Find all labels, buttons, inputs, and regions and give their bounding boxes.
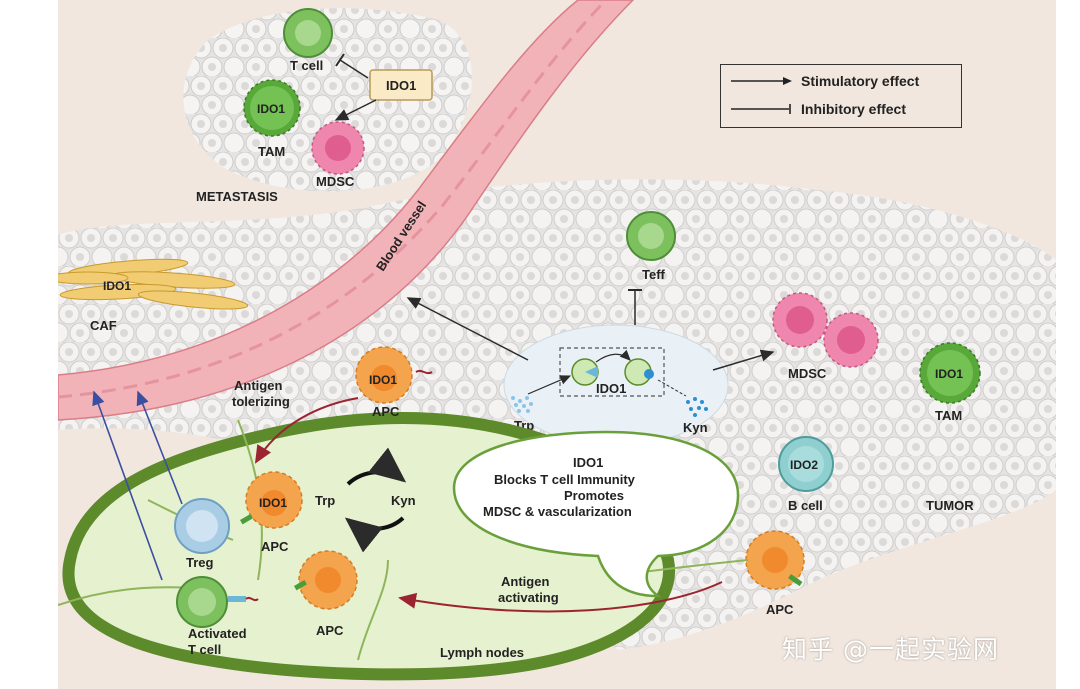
ido1-dashed-box [559, 347, 665, 397]
watermark: 知乎 @一起实验网 [782, 635, 999, 664]
tumor-title: TUMOR [926, 498, 974, 513]
stimulatory-arrow-icon [731, 77, 792, 85]
metastasis-mdsc-label: MDSC [316, 174, 355, 189]
ido1-enzyme-right [624, 358, 654, 386]
legend: Stimulatory effect Inhibitory effect [720, 64, 962, 128]
lymph-apc-lower [294, 550, 358, 610]
vessel-stim-arrow [406, 297, 529, 361]
t-cell-migration-arrow [92, 390, 163, 581]
metastasis-stim-arrow [334, 99, 377, 121]
trp-kyn-arrow-bottom [344, 516, 405, 553]
ido1-diagram: Blood vessel IDO1 CAF T cell IDO1 IDO1 T… [58, 0, 1056, 681]
metastasis-t-cell-label: T cell [290, 58, 323, 73]
metastasis-t-cell [283, 8, 333, 58]
metastasis-tam [243, 79, 301, 137]
teff-label: Teff [642, 267, 666, 282]
center-ido1-label: IDO1 [596, 381, 626, 396]
antigen-activating-line-2: activating [498, 590, 559, 605]
lymph-apc-top [355, 346, 433, 404]
lymph-apc-inner-marker: IDO1 [259, 496, 287, 510]
tumor-b-cell-marker: IDO2 [790, 458, 818, 472]
bubble-line-4: MDSC & vascularization [483, 504, 632, 519]
legend-inhibitory-label: Inhibitory effect [801, 101, 907, 117]
activated-t-cell-line-2: T cell [188, 642, 221, 657]
kyn-molecules [686, 397, 708, 417]
tumor-mdsc-1 [772, 292, 828, 348]
tumor-apc [745, 530, 805, 590]
ido1-conversion-arrow [595, 349, 631, 363]
lymph-apc-top-marker: IDO1 [369, 373, 397, 387]
antigen-tolerizing-arrow [254, 397, 359, 464]
tumor-b-cell [778, 436, 834, 492]
tumor-tam-label: TAM [935, 408, 962, 423]
inhibitory-bar-icon [731, 104, 791, 114]
lymph-kyn-label: Kyn [391, 493, 416, 508]
ido1-enzyme-left [571, 358, 599, 386]
legend-stimulatory: Stimulatory effect [729, 73, 919, 89]
kyn-connector [657, 379, 687, 397]
tumor-mdsc-2 [823, 312, 879, 368]
metastasis-tam-label: TAM [258, 144, 285, 159]
antigen-activating-arrow [398, 581, 723, 613]
metastasis-ido1-box [369, 69, 433, 101]
tumor-tam-marker: IDO1 [935, 367, 963, 381]
lymph-apc-top-label: APC [372, 404, 400, 419]
antigen-tolerizing-line-2: tolerizing [232, 394, 290, 409]
metastasis-tam-marker: IDO1 [257, 102, 285, 116]
tumor-b-cell-label: B cell [788, 498, 823, 513]
metastasis-tissue [183, 8, 472, 192]
metastasis-title: METASTASIS [196, 189, 278, 204]
tumor-tam [919, 342, 981, 404]
trp-molecules [511, 396, 533, 413]
bubble-line-3: Promotes [564, 488, 624, 503]
trp-arrow [527, 375, 572, 395]
metastasis-inhibit-line [339, 59, 369, 79]
vessel-texture [58, 0, 608, 399]
bubble-line-1: IDO1 [573, 455, 603, 470]
legend-inhibitory: Inhibitory effect [729, 101, 906, 117]
center-kyn-label: Kyn [683, 420, 708, 435]
tumor-mdsc-label: MDSC [788, 366, 827, 381]
antigen-activating-line-1: Antigen [501, 574, 549, 589]
bubble-line-2: Blocks T cell Immunity [494, 472, 636, 487]
caf-label: CAF [90, 318, 117, 333]
metastasis-ido1-text: IDO1 [386, 78, 416, 93]
lymph-apc-inner-label: APC [261, 539, 289, 554]
activated-t-cell-line-1: Activated [188, 626, 247, 641]
treg-cell [174, 498, 230, 554]
tumor-apc-label: APC [766, 602, 794, 617]
lymph-apc-lower-label: APC [316, 623, 344, 638]
legend-stimulatory-label: Stimulatory effect [801, 73, 920, 89]
mdsc-stim-arrow [712, 349, 775, 371]
treg-label: Treg [186, 555, 214, 570]
diagram-canvas: Blood vessel IDO1 CAF T cell IDO1 IDO1 T… [58, 0, 1056, 689]
info-bubble [452, 430, 740, 598]
lymph-apc-inner [240, 471, 303, 529]
antigen-tolerizing-line-1: Antigen [234, 378, 282, 393]
metastasis-mdsc [311, 121, 365, 175]
blood-vessel [58, 0, 635, 421]
metastasis-inhibit-bar [335, 53, 345, 67]
activated-t-cell [176, 576, 259, 628]
caf-fibroblasts [58, 258, 249, 310]
trp-kyn-arrow-top [346, 447, 407, 486]
teff-cell [626, 211, 676, 261]
treg-migration-arrow [136, 390, 183, 505]
lymph-trp-label: Trp [315, 493, 335, 508]
caf-marker: IDO1 [103, 279, 131, 293]
lymph-title: Lymph nodes [440, 645, 524, 660]
